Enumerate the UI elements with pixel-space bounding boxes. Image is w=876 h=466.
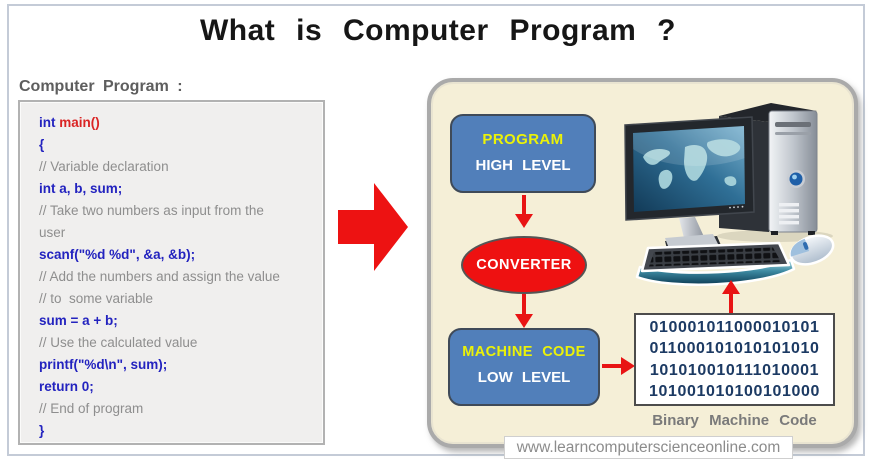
program-box-title: PROGRAM [482,131,564,148]
arrow-down-icon [515,195,533,228]
code-comment-line: // End of program [39,401,144,416]
power-button-icon [789,172,803,186]
drive-slot [775,122,811,127]
code-comment-line: // Add the numbers and assign the value [39,269,280,284]
code-line: int a, b, sum; [39,181,123,196]
converter-ellipse: CONVERTER [461,236,587,294]
desktop-computer-icon [624,103,835,286]
arrow-up-icon [722,280,740,314]
code-keyword: int [39,115,56,130]
arrow-right-icon [602,357,635,375]
code-line: scanf("%d %d", &a, &b); [39,247,196,262]
world-map-graphic [633,126,745,189]
code-line: return 0; [39,379,94,394]
arrow-down-icon [515,294,533,328]
big-red-arrow-right-icon [338,183,408,271]
binary-box-caption: Binary Machine Code [652,412,817,429]
binary-line: 101001010100101000 [649,383,820,400]
binary-machine-code-box: 010001011000010101 011000101010101010 10… [634,313,835,406]
code-comment-line: // Variable declaration [39,159,169,174]
machine-box-subtitle: LOW LEVEL [477,369,571,386]
website-url: www.learncomputerscienceonline.com [504,436,793,459]
code-comment-line: // Take two numbers as input from the [39,203,264,218]
code-comment-line: user [39,225,66,240]
mouse-icon [789,234,835,266]
program-box-subtitle: HIGH LEVEL [475,157,571,174]
code-function: main() [55,115,100,130]
machine-box-title: MACHINE CODE [462,344,586,360]
page-title: What is Computer Program ? [199,14,677,47]
code-section-heading: Computer Program : [19,78,183,95]
code-comment-line: // Use the calculated value [39,335,198,350]
source-code-block: int main() { // Variable declaration int… [18,100,325,445]
binary-line: 010001011000010101 [649,318,820,336]
code-comment-line: // to some variable [39,291,154,306]
keyboard-icon [635,241,796,286]
binary-line: 011000101010101010 [649,340,820,357]
code-line: printf("%d\n", sum); [39,357,168,372]
code-line: sum = a + b; [39,313,118,328]
machine-code-low-level-box: MACHINE CODE LOW LEVEL [448,328,600,406]
program-high-level-box: PROGRAM HIGH LEVEL [450,114,596,193]
code-line: int main() [39,112,317,134]
binary-line: 101010010111010001 [649,361,820,379]
code-line: { [39,137,45,152]
code-line: } [39,423,45,438]
